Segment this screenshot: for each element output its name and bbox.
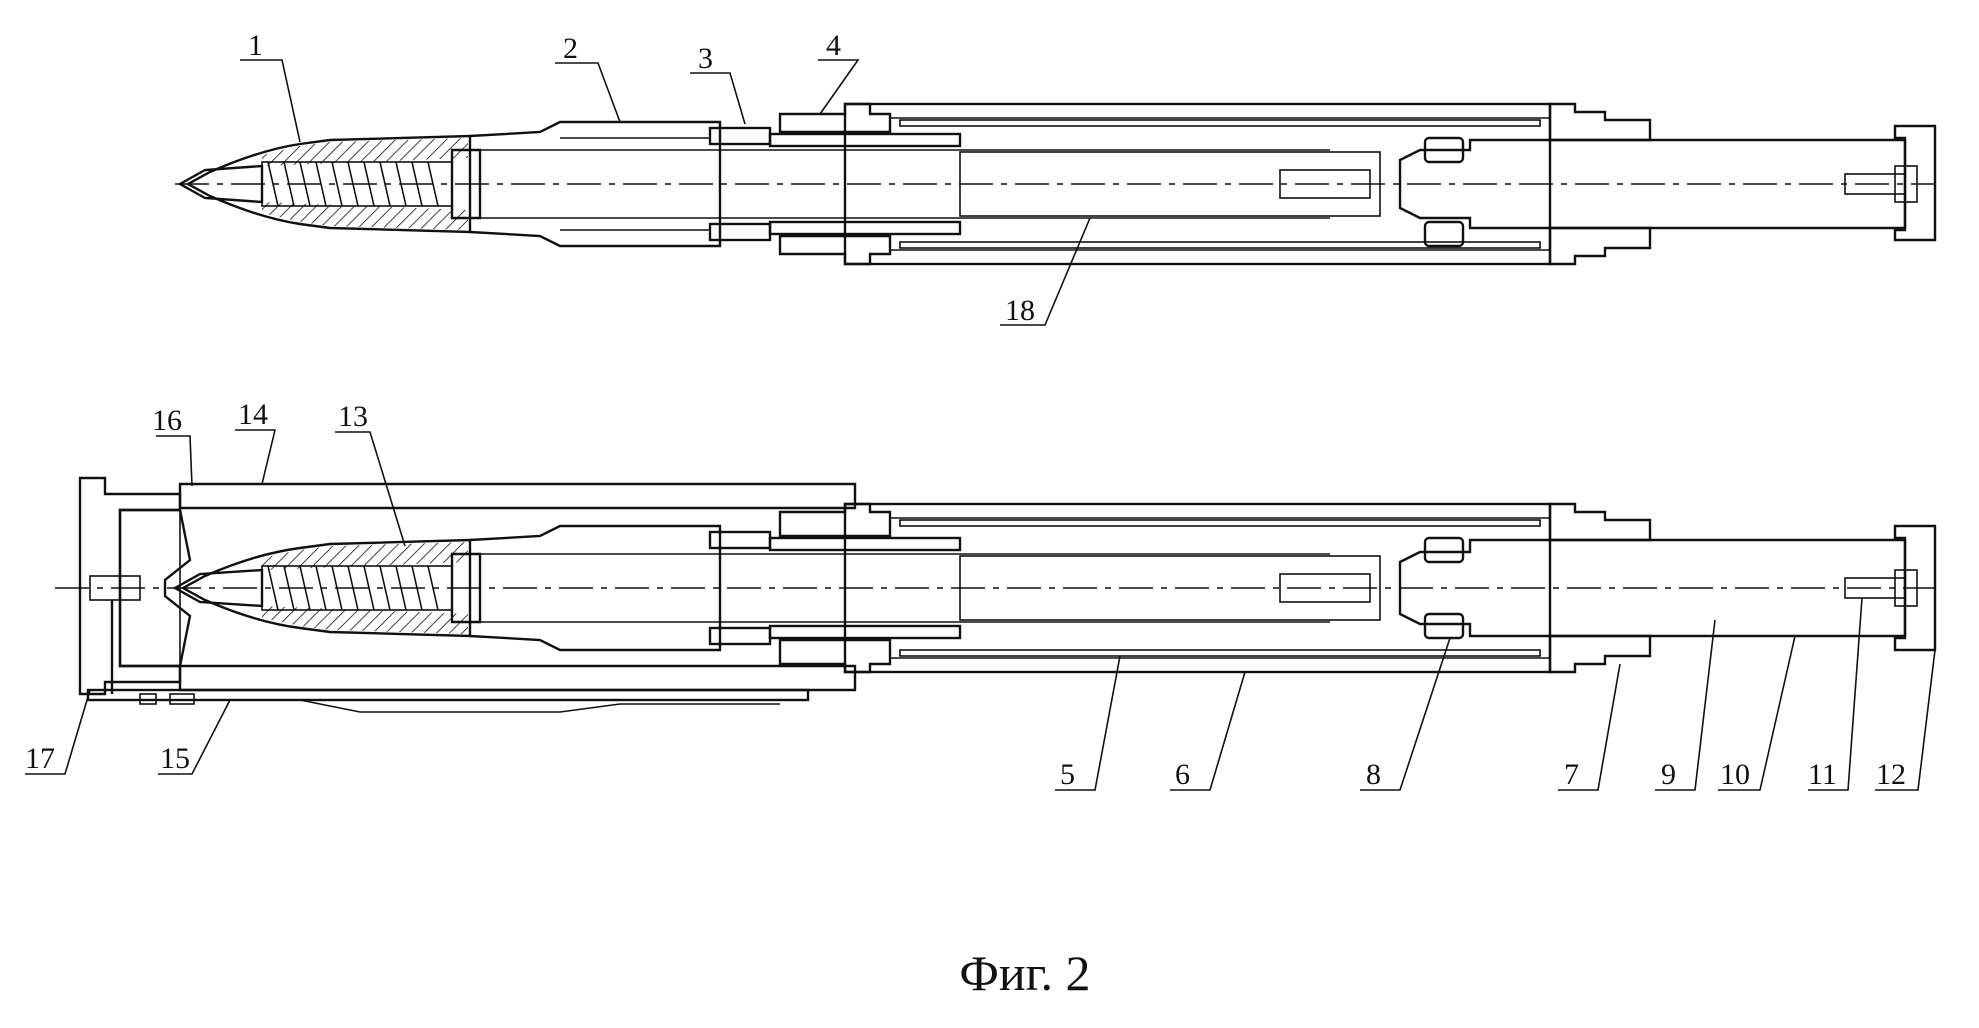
label-16: 16 <box>152 404 182 437</box>
bottom-cone-holder <box>118 508 192 668</box>
bottom-outer-tube <box>843 502 1552 674</box>
label-2: 2 <box>563 32 578 65</box>
label-4: 4 <box>826 29 841 62</box>
leader-lines <box>25 59 1936 791</box>
label-15: 15 <box>160 742 190 775</box>
top-outer-tube <box>843 102 1552 266</box>
bottom-rail <box>86 688 810 702</box>
label-9: 9 <box>1661 758 1676 791</box>
bottom-nose-outline <box>180 538 472 638</box>
top-end-cap <box>1893 124 1937 242</box>
label-11: 11 <box>1808 758 1837 791</box>
label-6: 6 <box>1175 758 1190 791</box>
figure-caption: Фиг. 2 <box>959 945 1090 1001</box>
top-seal-lower <box>1423 220 1465 248</box>
part-labels: 1 2 3 4 18 16 14 13 17 15 5 6 8 7 9 10 1… <box>25 29 1906 791</box>
top-sleeve <box>469 120 722 248</box>
label-13: 13 <box>338 400 368 433</box>
bottom-outer-case <box>178 482 857 510</box>
label-14: 14 <box>238 398 268 431</box>
label-3: 3 <box>698 42 713 75</box>
label-12: 12 <box>1876 758 1906 791</box>
bottom-assembly <box>55 476 1937 713</box>
label-7: 7 <box>1564 758 1579 791</box>
top-rear-coupling-lower <box>1548 226 1652 266</box>
top-nose-hatch <box>262 138 468 166</box>
top-nose-outline <box>185 134 472 234</box>
top-rear-coupling-upper <box>1548 102 1652 142</box>
top-assembly <box>175 102 1937 266</box>
top-rod <box>959 151 1381 217</box>
top-nose-hatch-lower <box>262 202 468 230</box>
top-coupling-lower <box>778 234 892 266</box>
label-5: 5 <box>1060 758 1075 791</box>
label-18: 18 <box>1005 294 1035 327</box>
label-10: 10 <box>1720 758 1750 791</box>
label-17: 17 <box>25 742 55 775</box>
label-1: 1 <box>248 29 263 62</box>
label-8: 8 <box>1366 758 1381 791</box>
top-coupling-upper <box>778 102 892 134</box>
